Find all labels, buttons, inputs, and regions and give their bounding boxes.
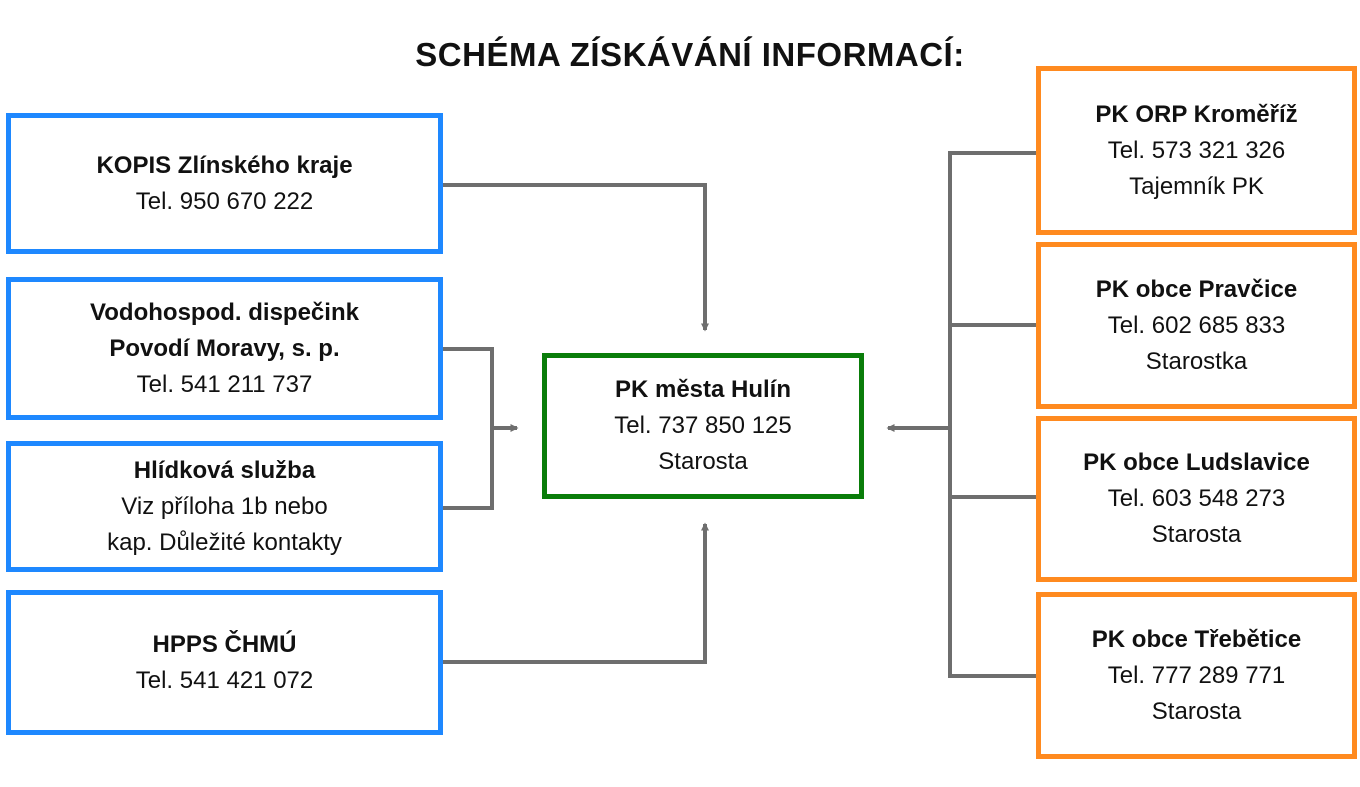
recipient-phone: Tel. 573 321 326	[1107, 136, 1286, 164]
recipient-name: PK ORP Kroměříž	[1095, 100, 1298, 128]
recipient-phone: Tel. 602 685 833	[1107, 311, 1286, 339]
source-note: kap. Důležité kontakty	[107, 528, 342, 556]
center-role: Starosta	[658, 448, 748, 475]
recipient-role: Starosta	[1151, 521, 1242, 548]
recipient-box-trebetice: PK obce Třebětice Tel. 777 289 771 Staro…	[1036, 592, 1357, 759]
recipient-name: PK obce Ludslavice	[1083, 449, 1310, 476]
recipient-role: Tajemník PK	[1129, 172, 1264, 200]
source-name-line2: Povodí Moravy, s. p.	[109, 334, 340, 362]
diagram-title: SCHÉMA ZÍSKÁVÁNÍ INFORMACÍ:	[415, 36, 965, 73]
source-note: Viz příloha 1b nebo	[121, 492, 328, 520]
recipient-phone: Tel. 777 289 771	[1107, 661, 1286, 689]
connector-vodohospod	[442, 347, 494, 510]
source-name: Hlídková služba	[133, 456, 316, 484]
source-name: Vodohospod. dispečink	[90, 298, 359, 326]
center-name: PK města Hulín	[614, 376, 792, 403]
source-box-kopis: KOPIS Zlínského kraje Tel. 950 670 222	[6, 113, 443, 254]
source-box-vodohospod: Vodohospod. dispečink Povodí Moravy, s. …	[6, 277, 443, 420]
source-phone: Tel. 950 670 222	[135, 187, 314, 215]
source-phone: Tel. 541 211 737	[136, 370, 313, 398]
center-box-hulin: PK města Hulín Tel. 737 850 125 Starosta	[542, 353, 864, 499]
source-box-hlidkova: Hlídková služba Viz příloha 1b nebo kap.…	[6, 441, 443, 572]
recipient-role: Starosta	[1151, 697, 1242, 725]
center-phone: Tel. 737 850 125	[614, 412, 792, 439]
source-name: KOPIS Zlínského kraje	[96, 151, 353, 179]
connector-hpps	[442, 522, 709, 664]
connector-kopis	[442, 183, 709, 332]
recipient-role: Starostka	[1145, 347, 1248, 375]
connector-right-bracket	[948, 151, 1036, 678]
recipient-box-ludslavice: PK obce Ludslavice Tel. 603 548 273 Star…	[1036, 416, 1357, 582]
source-name: HPPS ČHMÚ	[152, 630, 297, 658]
recipient-name: PK obce Pravčice	[1095, 275, 1298, 303]
recipient-phone: Tel. 603 548 273	[1107, 485, 1286, 512]
source-box-hpps: HPPS ČHMÚ Tel. 541 421 072	[6, 590, 443, 735]
recipient-box-kromeriz: PK ORP Kroměříž Tel. 573 321 326 Tajemní…	[1036, 66, 1357, 235]
recipient-box-pravcice: PK obce Pravčice Tel. 602 685 833 Staros…	[1036, 242, 1357, 409]
source-phone: Tel. 541 421 072	[135, 666, 314, 694]
recipient-name: PK obce Třebětice	[1091, 625, 1302, 653]
